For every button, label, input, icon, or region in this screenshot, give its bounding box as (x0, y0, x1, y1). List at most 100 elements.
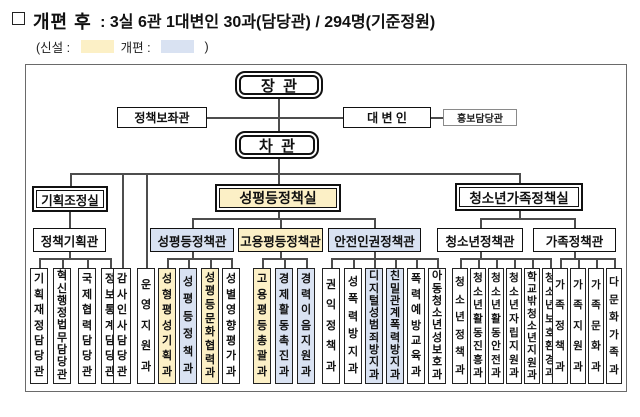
connector (62, 258, 64, 268)
legend-reorg-label: 개편 : (120, 41, 155, 55)
policy-advisor-box: 정책보좌관 (117, 107, 207, 128)
connector (262, 258, 264, 268)
connector (278, 159, 280, 184)
division-planning-label: 기획조정실 (36, 190, 104, 208)
page-title: 개편 후 : 3실 6관 1대변인 30과(담당관) / 294명(기준정원) (12, 8, 435, 34)
connector (560, 258, 615, 260)
division-gender-box: 성평등정책실 (215, 184, 341, 212)
connector (70, 173, 72, 186)
title-prefix: 개편 후 (33, 12, 92, 32)
bureau-employment-equality: 고용평등정책관 (238, 228, 323, 252)
connector (519, 173, 521, 183)
legend-reorg-swatch (161, 40, 195, 53)
connector (374, 252, 376, 258)
connector (122, 173, 124, 268)
connector (519, 211, 521, 218)
connector (532, 258, 534, 268)
connector (614, 258, 616, 268)
connector (70, 173, 519, 175)
connector (210, 258, 212, 268)
division-gender-label: 성평등정책실 (219, 188, 337, 208)
connector (192, 252, 194, 258)
connector (460, 258, 462, 268)
connector (39, 258, 41, 268)
connector (280, 252, 282, 258)
bureau-gender-policy: 성평등정책관 (150, 228, 234, 252)
connector (87, 258, 89, 268)
connector (110, 258, 112, 268)
division-planning-box: 기획조정실 (32, 186, 108, 212)
connector (280, 218, 282, 228)
connector (480, 252, 482, 258)
bureau-safety-rights: 안전인권정책관 (328, 228, 421, 252)
connector (460, 258, 550, 260)
connector (146, 173, 148, 268)
vice-minister-label: 차 관 (239, 135, 315, 155)
connector (574, 252, 576, 258)
division-youth-family-label: 청소년가족정책실 (459, 187, 579, 207)
connector (395, 258, 397, 268)
pr-officer-box: 홍보담당관 (443, 109, 517, 126)
connector (496, 258, 498, 268)
bureau-youth-policy: 청소년정책관 (437, 228, 523, 252)
connector (374, 218, 376, 228)
connector (550, 258, 552, 268)
vice-minister-box: 차 관 (235, 131, 319, 159)
spokesperson-box: 대 변 인 (343, 107, 431, 128)
connector (560, 258, 562, 268)
connector (167, 258, 231, 260)
minister-label: 장 관 (239, 75, 319, 95)
title-text: : 3실 6관 1대변인 30과(담당관) / 294명(기준정원) (95, 14, 436, 31)
connector (478, 258, 480, 268)
connector (514, 258, 516, 268)
connector (278, 212, 280, 218)
division-youth-family-box: 청소년가족정책실 (455, 183, 583, 211)
legend-new-swatch (80, 40, 114, 53)
connector (192, 218, 374, 220)
connector (596, 258, 598, 268)
minister-box: 장 관 (235, 71, 323, 99)
connector (574, 218, 576, 228)
connector (416, 258, 418, 268)
square-bullet-icon (12, 12, 25, 25)
connector (480, 218, 482, 228)
connector (69, 252, 71, 258)
connector (39, 258, 110, 260)
connector (306, 258, 308, 268)
bureau-policy-planning: 정책기획관 (33, 228, 106, 252)
connector (480, 218, 574, 220)
connector (578, 258, 580, 268)
connector (431, 117, 443, 119)
connector (284, 258, 286, 268)
connector (167, 258, 169, 268)
connector (188, 258, 190, 268)
connector (69, 212, 71, 230)
connector (192, 218, 194, 228)
